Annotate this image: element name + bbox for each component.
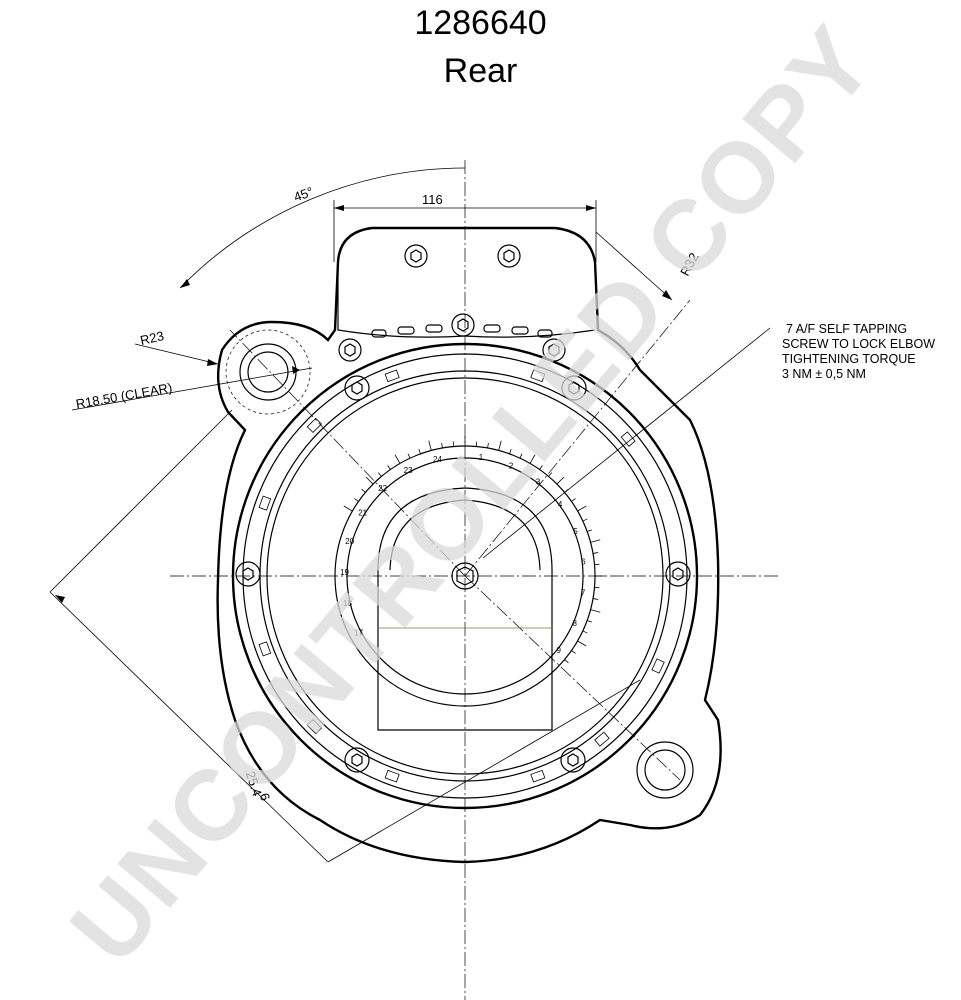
note-line-1: 7 A/F SELF TAPPING [786,322,907,336]
retaining-clip [306,417,323,434]
scale-tick [418,449,421,454]
dimension-diagonal-a: 25.4 [243,769,265,798]
bolt-ring-lower-right [560,747,586,773]
dimension-diagonal-b: 6 [257,791,274,803]
scale-label: 1 [479,453,484,462]
scale-tick [498,440,502,451]
dimension-clearance-label: R18.50 (CLEAR) [75,380,174,412]
scale-tick [487,442,489,449]
scale-tick [590,609,601,613]
scale-label: 4 [558,500,563,509]
mounting-bolts [235,244,691,773]
dimension-angle: 45° [179,167,466,289]
scale-tick [587,529,592,532]
retaining-clip [651,658,665,674]
scale-tick [428,440,432,451]
dimension-width: 116 [333,192,597,262]
scale-tick [556,476,565,485]
elbow-housing [377,487,553,731]
retaining-clip [384,769,400,783]
scale-tick [582,630,588,634]
note-line-2: SCREW TO LOCK ELBOW [782,337,935,351]
bolt-ring-lower-left [344,747,370,773]
scale-label: 23 [404,466,413,475]
dimension-r23-label: R23 [139,328,166,348]
scale-label: 24 [433,455,442,464]
scale-tick [365,476,374,485]
scale-tick [577,640,587,647]
note-line-4: 3 NM ± 0,5 NM [782,367,866,381]
uncontrolled-copy-watermark: UNCONTROLLED COPY [49,5,896,984]
note-callout: 7 A/F SELF TAPPING SCREW TO LOCK ELBOW T… [482,322,935,559]
retaining-clips [258,369,665,783]
retaining-clip [306,718,323,735]
scale-label: 6 [581,557,586,566]
vent-slots [371,324,553,338]
scale-tick [377,472,382,477]
dimension-width-label: 116 [422,192,443,207]
scale-label: 17 [354,628,363,637]
retaining-clip [530,769,546,783]
scale-tick [590,539,601,543]
note-line-3: TIGHTENING TORQUE [782,352,916,366]
dimension-r23: R23 [134,328,219,366]
scale-label: 22 [378,484,387,493]
scale-tick [361,488,366,493]
scale-tick [387,465,391,470]
bolt-top-right [497,244,521,268]
scale-label: 7 [581,589,586,598]
retaining-clip [530,369,546,383]
central-screw [451,562,479,590]
bolt-flange-left [338,338,362,362]
scale-tick [582,518,588,522]
scale-tick [587,620,592,623]
scale-label: 19 [340,568,349,577]
center-lines [170,160,780,1000]
scale-tick [564,659,569,664]
scale-tick [441,442,443,449]
retaining-clip [620,431,636,447]
retaining-clip [594,731,610,747]
retaining-clip [258,641,272,657]
scale-tick [592,598,599,600]
scale-label: 5 [573,527,578,536]
bolt-top-left [404,244,428,268]
bolt-ring-left [235,561,261,587]
scale-tick [407,453,411,459]
dimension-angle-label: 45° [292,184,316,205]
scale-tick [343,505,353,512]
bolt-ring-right [665,561,691,587]
bolt-ring-upper-right [561,375,587,401]
scale-tick [539,465,543,470]
view-subtitle: Rear [443,52,518,90]
scale-tick [577,505,587,512]
scale-label: 21 [358,508,367,517]
bolt-flange-right [542,338,566,362]
scale-label: 20 [345,537,354,546]
scale-label: 3 [536,477,541,486]
scale-tick [571,650,576,654]
scale-label: 9 [557,646,562,655]
scale-tick [592,552,599,554]
scale-tick [394,454,401,464]
scale-tick [519,453,523,459]
bolt-ring-upper-left [344,375,370,401]
bolt-top-center [451,313,475,337]
scale-tick [529,454,536,464]
scale-label: 18 [343,599,352,608]
scale-label: 2 [509,462,514,471]
scale-label: 8 [572,619,577,628]
retaining-clip [258,495,272,511]
retaining-clip [384,369,400,383]
scale-tick [354,498,359,502]
scale-tick [548,472,553,477]
scale-tick [571,498,576,502]
scale-tick [509,449,512,454]
part-number-title: 1286640 [414,4,547,42]
dimension-diagonal: 25.4 6 [49,409,641,863]
dimension-clearance: R18.50 (CLEAR) [71,366,313,412]
